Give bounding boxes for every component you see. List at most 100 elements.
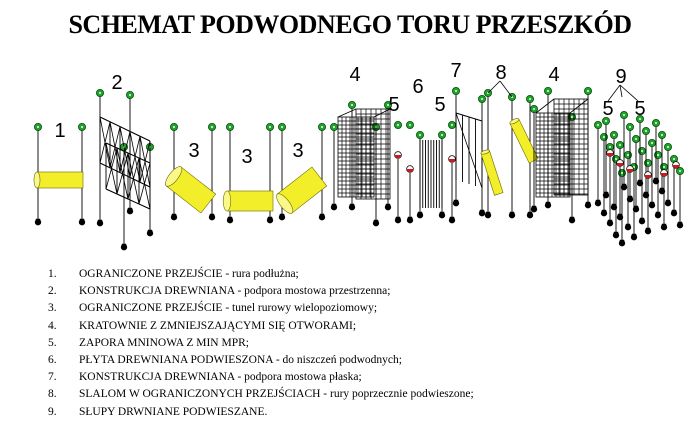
legend-number: 4. xyxy=(48,319,57,332)
anchor-weight-icon xyxy=(652,177,660,185)
buoy-highlight xyxy=(321,126,323,128)
truss-diagonal xyxy=(455,112,483,189)
diagram-label: 3 xyxy=(241,146,252,168)
pointer-line xyxy=(499,80,513,98)
buoy-highlight xyxy=(619,144,621,146)
anchor-weight-icon xyxy=(226,216,234,224)
legend-name: KRATOWNIE Z ZMNIEJSZAJĄCYMI SIĘ OTWORAMI… xyxy=(79,319,357,332)
buoy-highlight xyxy=(481,98,483,100)
buoy-highlight xyxy=(173,126,175,128)
panel-edge xyxy=(569,98,589,114)
anchor-weight-icon xyxy=(126,207,134,215)
buoy-highlight xyxy=(533,108,535,110)
anchor-weight-icon xyxy=(318,213,326,221)
legend-name: OGRANICZONE PRZEJŚCIE xyxy=(79,302,223,315)
pipe xyxy=(480,149,504,196)
legend-desc: - podpora mostowa płaska; xyxy=(234,371,362,384)
anchor-weight-icon xyxy=(530,205,538,213)
anchor-weight-icon xyxy=(448,216,456,224)
buoy-highlight xyxy=(81,126,83,128)
buoy-highlight xyxy=(409,124,411,126)
legend-item: 7.KONSTRUKCJA DREWNIANA - podpora mostow… xyxy=(48,369,474,386)
mine-half xyxy=(660,173,668,177)
legend-number: 5. xyxy=(48,336,57,349)
anchor-weight-icon xyxy=(278,213,286,221)
buoy-highlight xyxy=(609,146,611,148)
panel-edge xyxy=(337,108,357,118)
buoy-highlight xyxy=(211,126,213,128)
anchor-weight-icon xyxy=(406,216,414,224)
buoy-highlight xyxy=(623,114,625,116)
anchor-weight-icon xyxy=(484,211,492,219)
truss-diagonal xyxy=(116,152,129,195)
truss-diagonal xyxy=(129,136,141,178)
anchor-weight-icon xyxy=(568,216,576,224)
buoy-highlight xyxy=(667,146,669,148)
anchor-weight-icon xyxy=(170,213,178,221)
buoy-highlight xyxy=(657,154,659,156)
truss-diagonal xyxy=(127,157,140,200)
mine-half xyxy=(616,163,624,167)
pipe-end xyxy=(276,193,294,214)
anchor-weight-icon xyxy=(526,211,534,219)
buoy-highlight xyxy=(645,130,647,132)
anchor-weight-icon xyxy=(266,216,274,224)
anchor-weight-icon xyxy=(208,213,216,221)
truss xyxy=(105,142,151,210)
buoy-highlight xyxy=(627,154,629,156)
anchor-weight-icon xyxy=(620,183,628,191)
pipe xyxy=(509,118,539,164)
anchor-weight-icon xyxy=(664,199,672,207)
anchor-weight-icon xyxy=(394,216,402,224)
anchor-weight-icon xyxy=(624,223,632,231)
diagram-label: 5 xyxy=(634,98,645,120)
panel-frame xyxy=(535,112,571,198)
legend-list: 1.OGRANICZONE PRZEJŚCIE - rura podłużna;… xyxy=(48,266,474,421)
anchor-weight-icon xyxy=(632,205,640,213)
anchor-weight-icon xyxy=(600,209,608,217)
buoy-highlight xyxy=(651,142,653,144)
buoy-highlight xyxy=(397,124,399,126)
pipe xyxy=(276,166,328,214)
buoy-highlight xyxy=(655,122,657,124)
pipe-body xyxy=(36,171,84,189)
buoy-highlight xyxy=(587,90,589,92)
page-title: SCHEMAT PODWODNEGO TORU PRZESZKÓD xyxy=(68,10,632,39)
buoy-highlight xyxy=(547,90,549,92)
legend-number: 3. xyxy=(48,302,57,315)
legend-number: 6. xyxy=(48,353,57,366)
truss-diagonal xyxy=(138,162,151,205)
anchor-weight-icon xyxy=(626,195,634,203)
anchor-weight-icon xyxy=(676,221,684,229)
pipe-end xyxy=(33,171,41,189)
pointer-line xyxy=(619,84,623,98)
legend-number: 2. xyxy=(48,285,57,298)
buoy-highlight xyxy=(129,94,131,96)
buoy-highlight xyxy=(673,158,675,160)
buoy-highlight xyxy=(605,120,607,122)
anchor-weight-icon xyxy=(616,213,624,221)
legend-desc: - rura podłużna; xyxy=(222,268,299,280)
anchor-weight-icon xyxy=(384,203,392,211)
anchor-weight-icon xyxy=(660,223,668,231)
buoy-highlight xyxy=(641,150,643,152)
panel-frame xyxy=(553,98,589,196)
legend-desc: - do niszczeń podwodnych; xyxy=(272,353,402,366)
buoy-highlight xyxy=(615,158,617,160)
mine-half xyxy=(406,169,414,173)
diagram-label: 6 xyxy=(412,76,423,98)
buoy-highlight xyxy=(661,134,663,136)
anchor-weight-icon xyxy=(478,209,486,217)
anchor-weight-icon xyxy=(606,219,614,227)
mine-half xyxy=(394,155,402,159)
anchor-weight-icon xyxy=(670,209,678,217)
anchor-weight-icon xyxy=(146,229,154,237)
pipe xyxy=(33,171,84,189)
pipe-end xyxy=(509,118,520,125)
mine-half xyxy=(626,169,634,173)
pointer-line xyxy=(619,84,639,102)
anchor-weight-icon xyxy=(648,201,656,209)
legend-desc: - rury poprzecznie podwieszone; xyxy=(320,388,474,401)
anchor-weight-icon xyxy=(612,231,620,239)
anchor-weight-icon xyxy=(438,211,446,219)
